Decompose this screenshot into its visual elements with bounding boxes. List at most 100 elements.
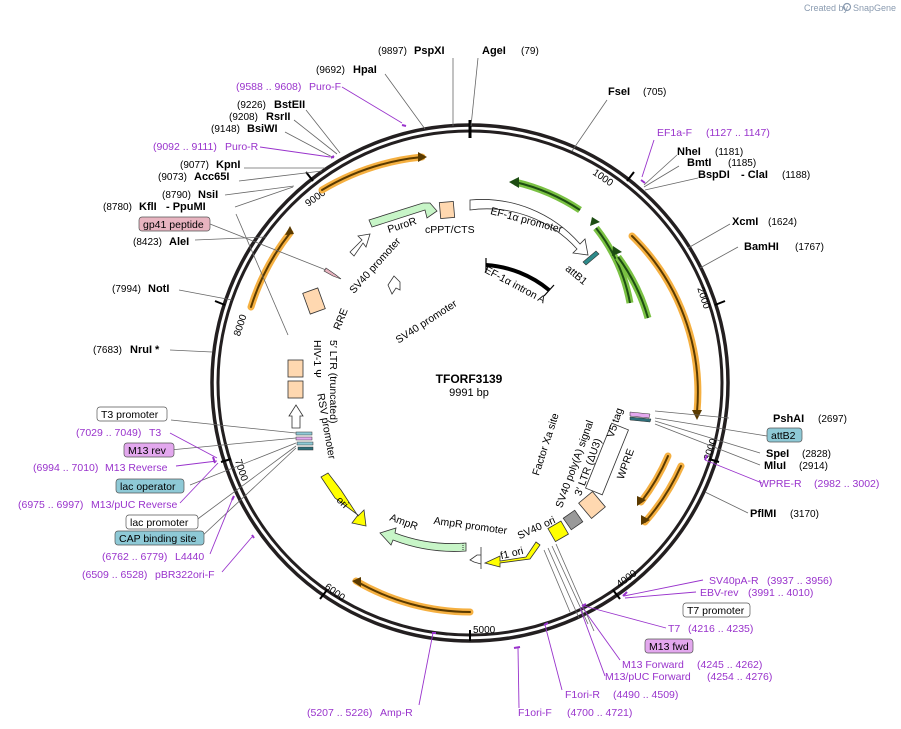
primer-pbr322ori-f-range: (6509 .. 6528) [82,569,147,581]
sv40-ori-box [547,520,569,543]
svg-text:M13 fwd: M13 fwd [649,641,689,653]
primer-t7-name: T7 [668,623,680,635]
site-bamhi-num: (1767) [795,242,824,253]
primer-t3-range: (7029 .. 7049) [76,427,141,439]
svg-text:attB2: attB2 [771,430,796,442]
ampr-promoter-arrow [469,547,482,569]
box-m13-rev: M13 rev [123,442,175,458]
site-bspdi-name: BspDI [698,169,730,181]
primer-m13-puc-forward-name: M13/pUC Forward [605,671,691,683]
site-bsiwi-name: BsiWI [247,123,278,135]
site-hpai-num: (9692) [316,65,345,76]
sv40-polya-box [562,509,584,531]
plasmid-size: 9991 bp [449,387,489,399]
tick-5000: 5000 [473,625,496,636]
ori-arrow [320,472,367,527]
site-xcmi-name: XcmI [732,216,758,228]
ltr5-box [287,380,304,399]
site-kfli-num: (8780) [103,202,132,213]
site-bsteii-num: (9226) [237,100,266,111]
primer-ef1a-f-name: EF1a-F [657,127,692,139]
primer-amp-r-range: (5207 .. 5226) [307,707,372,719]
site-mlui-num: (2914) [799,461,828,472]
primer-pbr322ori-f-name: pBR322ori-F [155,569,215,581]
green-arcs [514,178,652,319]
box-attb2: attB2 [766,427,803,443]
green-arrowheads [509,177,622,256]
site-kfli-sep: - PpuMI [166,201,206,213]
box-lac-operator: lac operator [115,478,185,494]
tick-8000: 8000 [232,313,249,338]
ampr-arrow [379,527,467,552]
primer-m13-puc-forward-range: (4254 .. 4276) [707,671,772,683]
ef1a-intron-end [543,284,555,297]
orf-arrowheads [285,152,702,587]
primer-t3-name: T3 [149,427,161,439]
ltr3-box [578,490,606,520]
primer-sv40pa-r-range: (3937 .. 3956) [767,575,832,587]
svg-text:T7 promoter: T7 promoter [687,605,745,617]
primer-puro-r-name: Puro-R [225,141,259,153]
site-mlui-name: MluI [764,460,786,472]
gp41-leader [209,223,327,271]
primer-m13-reverse-range: (6994 .. 7010) [33,462,98,474]
svg-text:lac operator: lac operator [120,481,176,493]
site-kpni-num: (9077) [180,160,209,171]
box-t3-promoter: T3 promoter [96,406,168,422]
ampr-promoter-label: AmpR promoter [433,515,509,537]
primer-f1ori-r-name: F1ori-R [565,689,600,701]
primer-ebv-rev-range: (3991 .. 4010) [748,587,813,599]
site-hpai-name: HpaI [353,64,377,76]
primer-t7-range: (4216 .. 4235) [688,623,753,635]
leader-lines [169,57,768,632]
primer-ef1a-f-range: (1127 .. 1147) [706,127,770,139]
rsv-promoter-arrow [288,404,304,429]
box-lac-promoter: lac promoter [125,514,199,530]
primer-amp-r-name: Amp-R [380,707,413,719]
primer-lines [169,86,763,709]
primer-wpre-r-name: WPRE-R [759,478,802,490]
site-rsrii-num: (9208) [229,112,258,123]
svg-text:M13 rev: M13 rev [128,445,167,457]
primer-marks [212,124,708,649]
attb1-label: attB1 [563,263,590,288]
site-agei-name: AgeI [482,45,506,57]
sv40-promoter-arrow-1 [349,233,371,257]
primer-m13-puc-reverse-name: M13/pUC Reverse [91,499,178,511]
site-bmti-num: (1185) [728,158,756,169]
site-alei-name: AleI [169,236,189,248]
site-bamhi-name: BamHI [744,241,779,253]
site-fsei-num: (705) [643,87,666,98]
site-bsiwi-num: (9148) [211,124,240,135]
factor-xa-label: Factor Xa site [530,412,561,477]
f1-ori-arrow [483,541,541,568]
primer-m13-forward-range: (4245 .. 4262) [697,659,762,671]
attb1-shape [582,250,600,266]
sv40-promoter-arrow-2 [387,275,401,295]
site-xcmi-num: (1624) [768,217,797,228]
site-pfimi-num: (3170) [790,509,819,520]
primer-puro-f-name: Puro-F [309,81,341,93]
cppt-box [438,200,456,220]
box-m13-fwd: M13 fwd [644,638,694,654]
primer-l4440-range: (6762 .. 6779) [102,551,167,563]
f1-ori-label: f1 ori [499,545,525,562]
ef1a-promoter-arrow [469,199,589,256]
puror-arrow [368,202,438,228]
primer-m13-forward-name: M13 Forward [622,659,684,671]
site-nrui-name: NruI * [130,344,160,356]
tick-1000: 1000 [590,167,615,189]
ef1a-intron-arc [485,263,551,292]
primer-m13-reverse-name: M13 Reverse [105,462,168,474]
hiv-psi-label: HIV-1 Ψ [311,340,323,378]
primer-l4440-name: L4440 [175,551,204,563]
site-pshai-num: (2697) [818,414,847,425]
site-bspdi-sep: - ClaI [741,169,768,181]
box-gp41: gp41 peptide [138,216,211,232]
primer-f1ori-f-range: (4700 .. 4721) [567,707,632,719]
site-acc65i-name: Acc65I [194,171,229,183]
site-noti-name: NotI [148,283,169,295]
plasmid-name: TFORF3139 [436,372,503,386]
primer-ebv-rev-name: EBV-rev [700,587,739,599]
